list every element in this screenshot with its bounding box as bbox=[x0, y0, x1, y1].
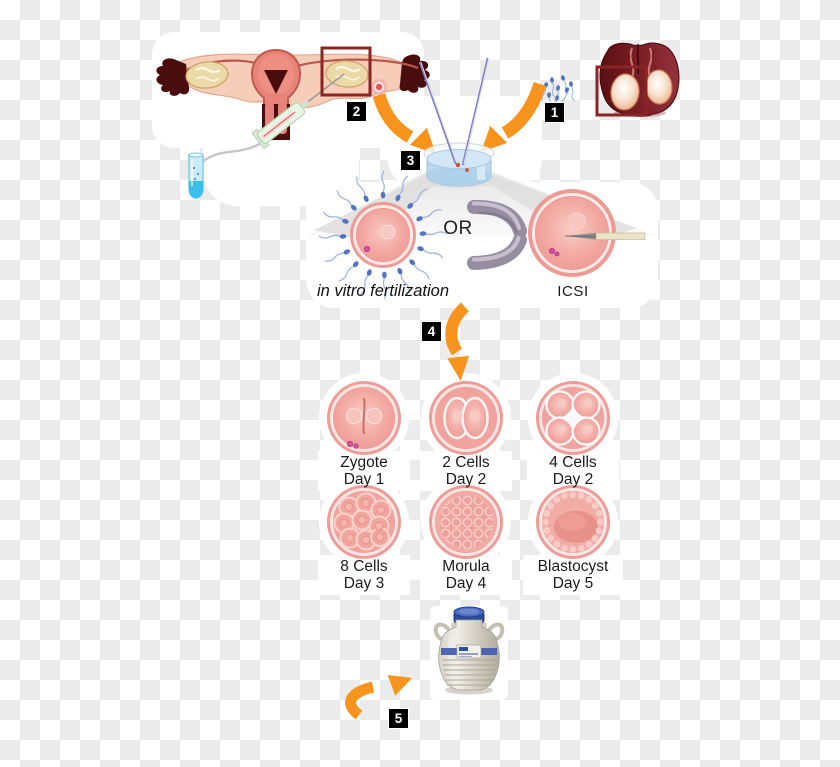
ovary-left bbox=[185, 61, 229, 89]
step-badge-1: 1 bbox=[544, 102, 565, 123]
stage-day: Day 2 bbox=[445, 471, 487, 488]
embryo-zygote bbox=[327, 381, 401, 455]
ovulated-egg-icon bbox=[371, 79, 387, 95]
label-blastocyst: Blastocyst Day 5 bbox=[538, 558, 609, 592]
arrow-sperm-to-dish bbox=[480, 81, 547, 153]
egg-retrieval-tools bbox=[188, 73, 345, 199]
focus-box-ovary bbox=[320, 46, 372, 97]
testes-illustration bbox=[599, 42, 680, 117]
arrow-to-storage bbox=[345, 675, 413, 720]
stage-day: Day 1 bbox=[343, 471, 385, 488]
stage-name: 8 Cells bbox=[340, 558, 388, 575]
step-badge-4: 4 bbox=[421, 321, 442, 342]
stage-name: Blastocyst bbox=[537, 558, 609, 575]
label-morula: Morula Day 4 bbox=[442, 558, 489, 592]
micropipettes-icon bbox=[418, 57, 490, 166]
label-2cells: 2 Cells Day 2 bbox=[442, 454, 489, 488]
label-8cells: 8 Cells Day 3 bbox=[340, 558, 387, 592]
ivf-label: in vitro fertilization bbox=[316, 282, 450, 300]
stage-day: Day 3 bbox=[343, 575, 385, 592]
step-badge-3: 3 bbox=[400, 150, 421, 171]
label-4cells: 4 Cells Day 2 bbox=[549, 454, 596, 488]
stage-day: Day 2 bbox=[552, 471, 594, 488]
egg-in-dish bbox=[465, 168, 469, 172]
stage-name: 4 Cells bbox=[549, 454, 597, 471]
embryo-morula bbox=[429, 485, 503, 559]
stage-name: 2 Cells bbox=[442, 454, 490, 471]
fimbria-left bbox=[156, 58, 190, 96]
embryo-4cells bbox=[536, 381, 610, 455]
embryo-8cells bbox=[327, 485, 401, 559]
embryo-blastocyst bbox=[536, 485, 610, 559]
step-badge-5: 5 bbox=[388, 708, 409, 729]
ivf-egg-icon bbox=[318, 170, 448, 300]
stage-day: Day 5 bbox=[552, 575, 594, 592]
syringe-icon bbox=[251, 101, 310, 149]
stage-name: Morula bbox=[442, 558, 490, 575]
uterine-cavity bbox=[264, 70, 288, 94]
arrow-to-culture bbox=[445, 302, 470, 381]
test-tube-icon bbox=[188, 152, 204, 199]
step-badge-2: 2 bbox=[346, 101, 367, 122]
stage-name: Zygote bbox=[340, 454, 388, 471]
icsi-clamp-icon bbox=[467, 199, 527, 270]
stage-day: Day 4 bbox=[445, 575, 487, 592]
egg-in-dish bbox=[455, 162, 461, 168]
cryo-tank-icon bbox=[433, 606, 505, 695]
embryo-2cells bbox=[429, 381, 503, 455]
petri-dish-icon bbox=[423, 142, 495, 187]
focus-box-testis bbox=[595, 65, 648, 117]
or-label: OR bbox=[443, 218, 473, 239]
icsi-needle-icon bbox=[564, 232, 646, 240]
testis-left bbox=[610, 73, 640, 111]
label-zygote: Zygote Day 1 bbox=[340, 454, 387, 488]
icsi-label: ICSI bbox=[557, 283, 589, 300]
